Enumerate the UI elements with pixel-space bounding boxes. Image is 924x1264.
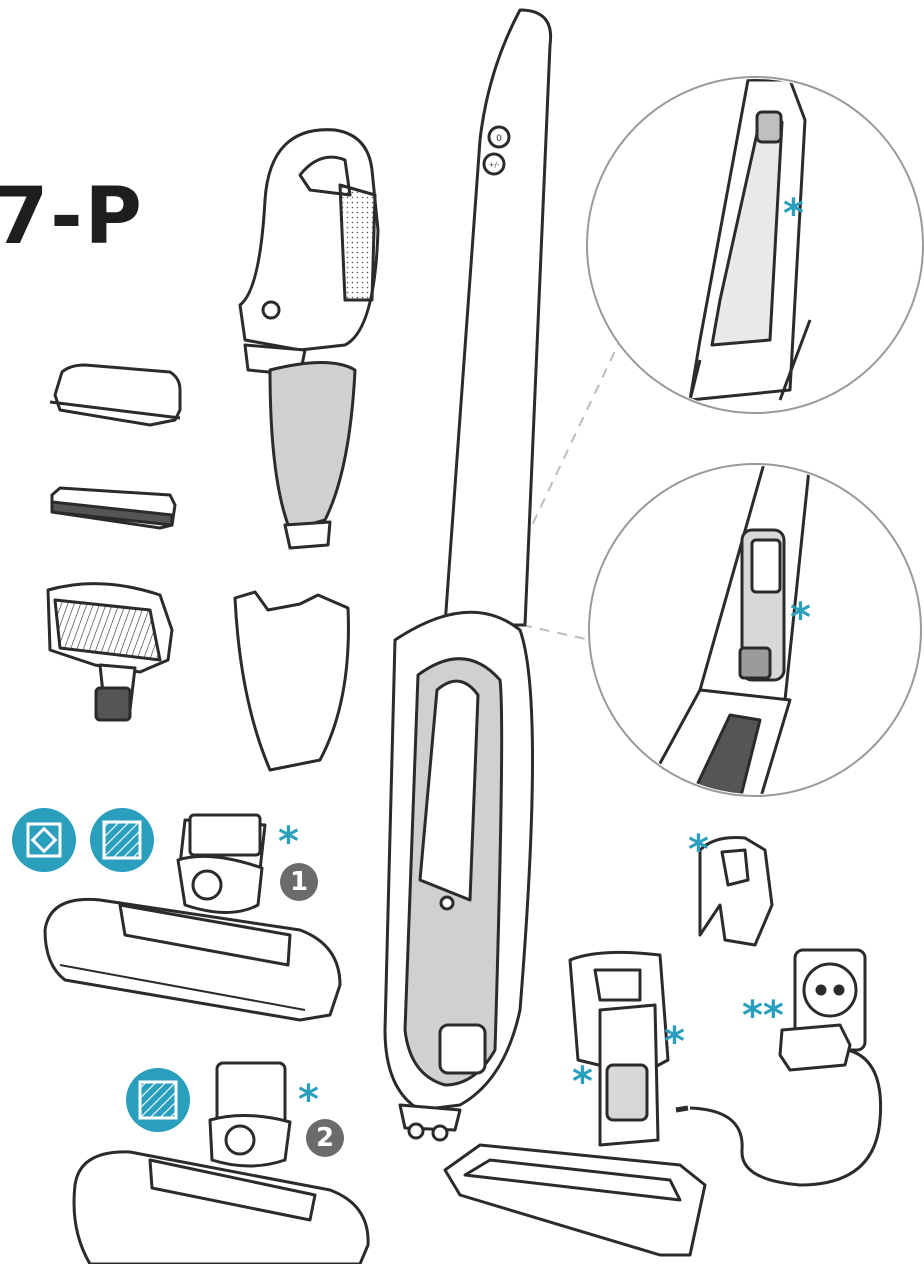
charging-dock [443, 950, 707, 1257]
callout-lines [521, 329, 626, 641]
dustbin-lid [233, 590, 350, 772]
bracket-asterisk: * [688, 827, 709, 873]
hard-floor-icon-nozzle-2 [126, 1068, 190, 1132]
detail-top-asterisk: * [783, 191, 804, 237]
filter-pad [50, 486, 177, 530]
handheld-unit [238, 128, 380, 550]
dock-asterisk-right: * [664, 1019, 685, 1065]
cyclone-separator [46, 582, 174, 722]
detail-circle-top [586, 76, 924, 414]
nozzle-1-badge: 1 [280, 863, 318, 901]
nozzle-1-asterisk: * [278, 819, 299, 865]
charger-adapter [778, 1023, 852, 1072]
filter-frame [49, 363, 182, 427]
nozzle-2-asterisk: * [298, 1077, 319, 1123]
power-button-label: 0 [496, 134, 502, 144]
wall-bracket [698, 836, 774, 947]
wall-socket [793, 948, 867, 1052]
detail-bottom-asterisk: * [790, 595, 811, 641]
carpet-icon [12, 808, 76, 872]
speed-button-label: +/- [489, 161, 500, 169]
detail-circle-bottom [588, 463, 922, 797]
charger-cable [675, 1048, 883, 1187]
charger-double-asterisk: ** [742, 993, 784, 1039]
dock-asterisk-left: * [572, 1059, 593, 1105]
floor-nozzle-2 [72, 1061, 370, 1264]
hard-floor-icon [90, 808, 154, 872]
model-title: 7-P [0, 172, 144, 262]
stick-vacuum-main [383, 8, 553, 1142]
nozzle-2-badge: 2 [306, 1119, 344, 1157]
floor-nozzle-1 [43, 813, 342, 1022]
